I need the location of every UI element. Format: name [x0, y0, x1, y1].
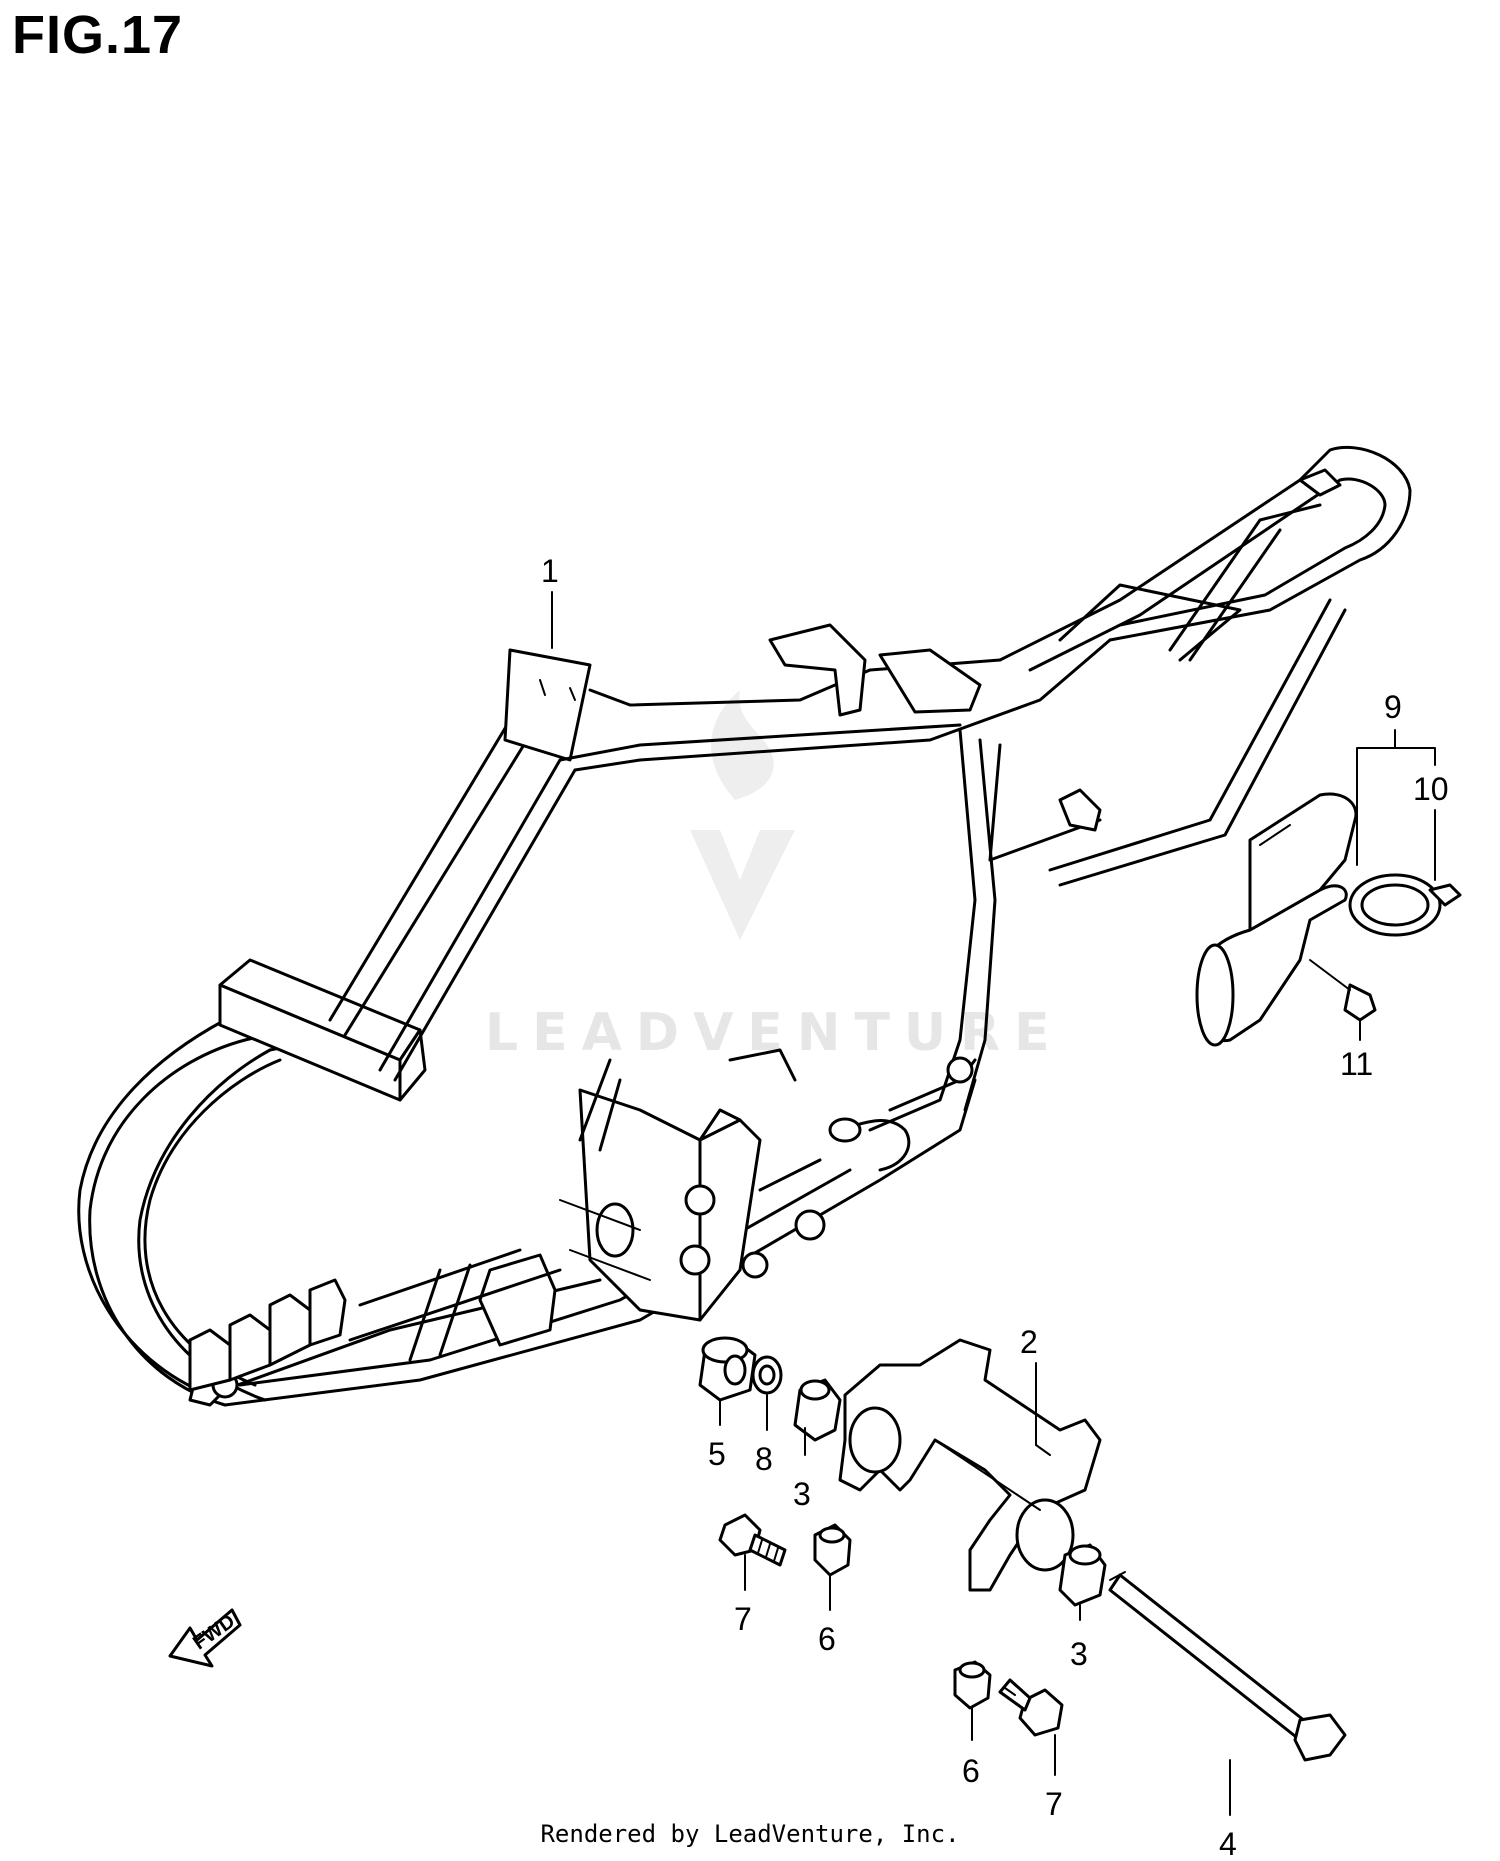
callout-2: 2 — [1020, 1324, 1038, 1360]
bolt-part-7b[interactable] — [998, 1678, 1064, 1737]
callout-11: 11 — [1340, 1046, 1373, 1082]
washer-part-8[interactable] — [751, 1355, 783, 1395]
side-cover-part-9[interactable] — [1195, 792, 1358, 1047]
callout-3a: 3 — [793, 1476, 811, 1512]
figure-title: FIG.17 — [12, 5, 184, 65]
bolt-part-11[interactable] — [1309, 959, 1377, 1022]
footer-credit: Rendered by LeadVenture, Inc. — [540, 1820, 960, 1848]
leadventure-watermark-logo: LEADVENTURE — [485, 690, 1064, 1063]
callout-7a: 7 — [734, 1601, 752, 1637]
collar-part-3b[interactable] — [1058, 1543, 1107, 1607]
bolt-part-4[interactable] — [1108, 1571, 1347, 1762]
nut-part-5[interactable] — [698, 1336, 757, 1402]
callout-8: 8 — [755, 1441, 773, 1477]
nut-part-6b[interactable] — [953, 1660, 992, 1710]
callout-6b: 6 — [962, 1753, 980, 1789]
engine-mount-bracket-part-2[interactable] — [838, 1338, 1102, 1592]
callout-4: 4 — [1219, 1826, 1237, 1861]
seal-ring-part-10[interactable] — [1348, 873, 1462, 937]
callout-3b: 3 — [1070, 1636, 1088, 1672]
forward-direction-arrow: FWD — [168, 1608, 242, 1668]
frame-part-1[interactable] — [77, 445, 1412, 1407]
watermark-text: LEADVENTURE — [485, 1003, 1064, 1063]
callout-5: 5 — [708, 1436, 726, 1472]
callout-10: 10 — [1413, 771, 1449, 807]
callouts: 1 2 3 3 4 5 8 6 6 7 7 9 10 11 — [541, 553, 1449, 1861]
callout-1: 1 — [541, 553, 559, 589]
callout-6a: 6 — [818, 1621, 836, 1657]
nut-part-6a[interactable] — [813, 1523, 852, 1577]
bolt-part-7a[interactable] — [718, 1513, 787, 1567]
collar-part-3a[interactable] — [793, 1378, 842, 1442]
leader-lines — [551, 591, 1436, 1816]
callout-7b: 7 — [1045, 1786, 1063, 1822]
callout-9: 9 — [1384, 689, 1402, 725]
